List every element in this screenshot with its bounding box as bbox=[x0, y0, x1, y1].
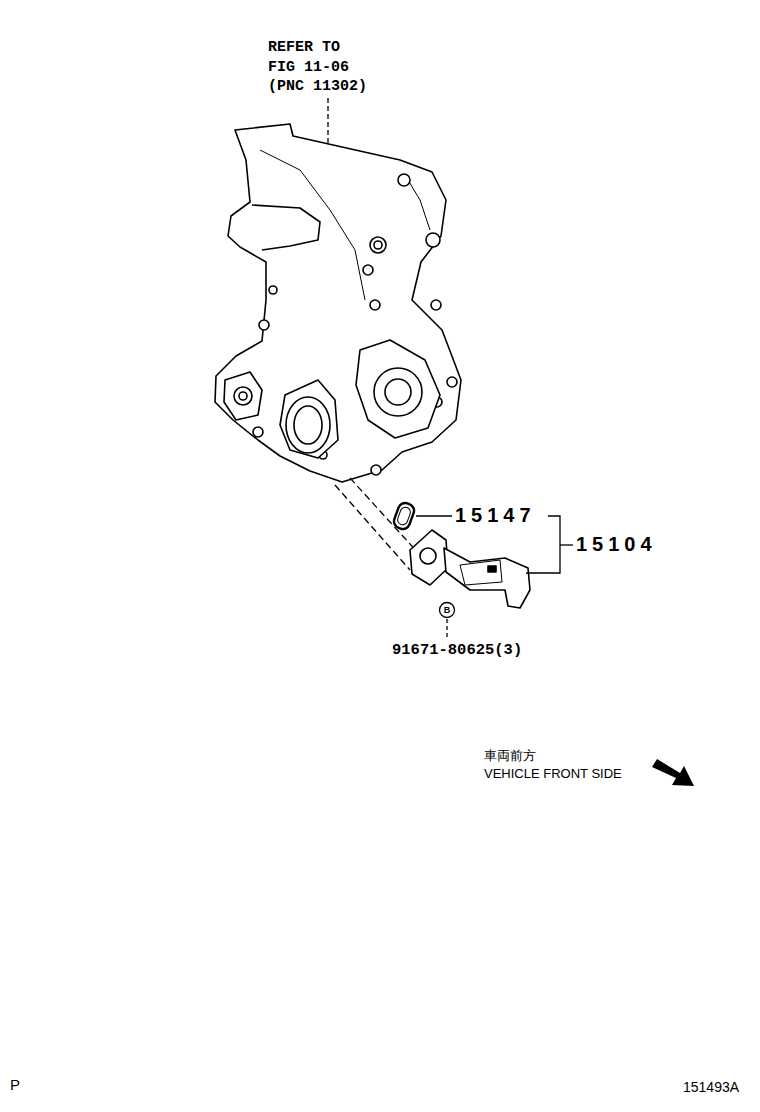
callout-number: 15147 bbox=[455, 503, 536, 527]
page-marker: P bbox=[10, 1076, 20, 1094]
direction-label: 車両前方 bbox=[484, 748, 536, 764]
bolt-marker: B bbox=[443, 604, 451, 616]
figure-number: 151493A bbox=[683, 1079, 739, 1096]
direction-label: VEHICLE FRONT SIDE bbox=[484, 766, 622, 782]
callout-number: 15104 bbox=[576, 532, 657, 556]
reference-note: REFER TO FIG 11-06 (PNC 11302) bbox=[268, 38, 370, 97]
part-number: 91671-80625(3) bbox=[392, 641, 522, 660]
